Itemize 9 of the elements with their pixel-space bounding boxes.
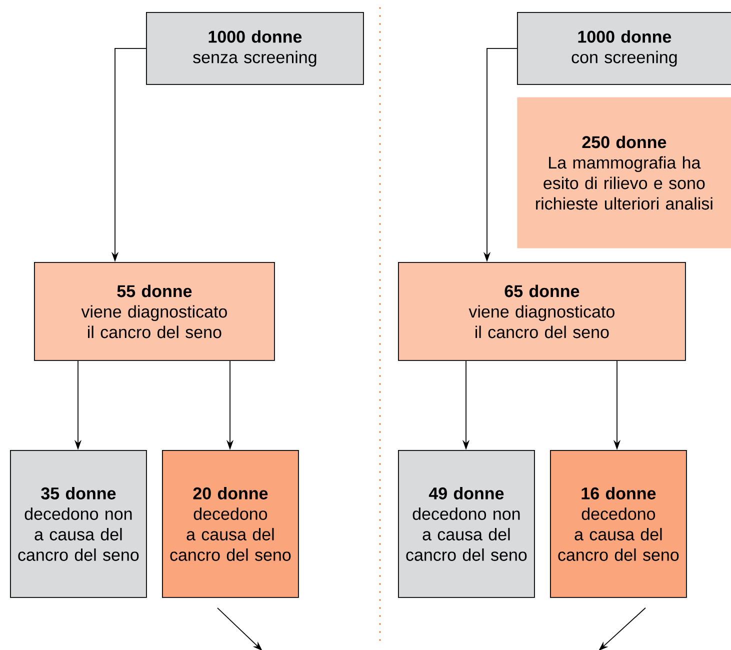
outcome-box: 49 donne decedono non a causa del cancro del seno	[398, 450, 535, 598]
outcome-box: 20 donne decedono a causa del cancro del seno	[162, 450, 299, 598]
start-box: 1000 donne con screening	[517, 12, 731, 85]
outcome-box: 16 donne decedono a causa del cancro del seno	[550, 450, 687, 598]
diagnosis-box: 55 donne viene diagnosticato il cancro del seno	[34, 262, 275, 361]
outcome-box: 35 donne decedono non a causa del cancro del seno	[10, 450, 147, 598]
diagnosis-box: 65 donne viene diagnosticato il cancro del seno	[398, 262, 686, 361]
note-box: 250 donne La mammografia ha esito di rilievo e sono richieste ulteriori analisi	[517, 97, 731, 248]
start-box: 1000 donne senza screening	[146, 12, 364, 85]
